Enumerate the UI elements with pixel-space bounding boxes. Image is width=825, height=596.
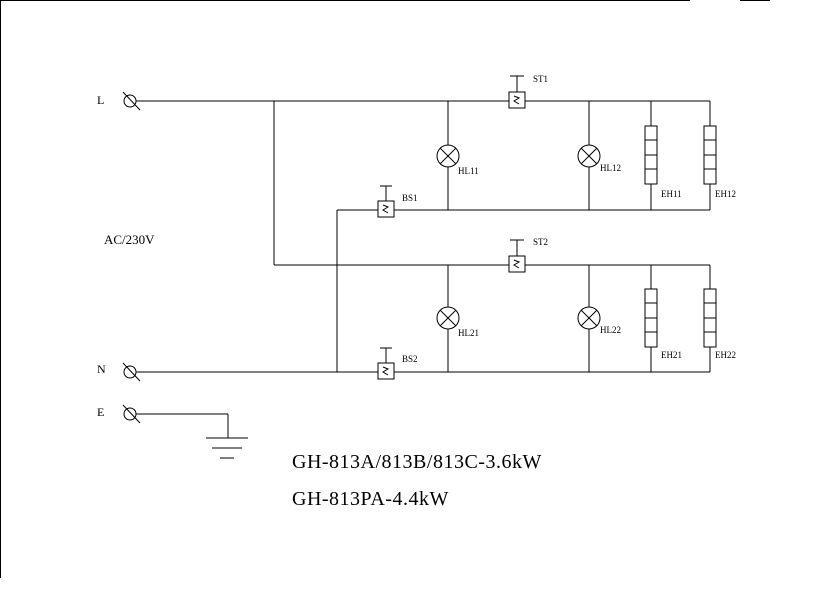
eh22-label: EH22 <box>715 350 736 360</box>
eh12-label: EH12 <box>715 189 736 199</box>
eh21-label: EH21 <box>661 350 682 360</box>
terminal-live: L <box>97 91 141 111</box>
eh11-label: EH11 <box>661 189 682 199</box>
hl22-label: HL22 <box>600 325 621 335</box>
bs2-label: BS2 <box>402 354 418 364</box>
lamp-hl11: HL11 <box>436 101 479 210</box>
hl12-label: HL12 <box>600 163 621 173</box>
earth-symbol <box>136 413 248 459</box>
thermostat-st2: ST2 <box>508 237 548 273</box>
lamp-hl22: HL22 <box>577 265 621 372</box>
terminal-neutral: N <box>97 362 141 382</box>
hl21-label: HL21 <box>458 328 479 338</box>
thermostat-st1: ST1 <box>508 74 548 109</box>
model-line-2: GH-813PA-4.4kW <box>292 488 449 510</box>
bs1-label: BS1 <box>402 193 418 203</box>
terminal-neutral-label: N <box>97 362 106 376</box>
st2-label: ST2 <box>533 237 548 247</box>
protector-bs1: BS1 <box>377 185 418 218</box>
terminal-earth: E <box>97 404 141 424</box>
supply-label: AC/230V <box>104 232 155 247</box>
protector-bs2: BS2 <box>377 347 418 380</box>
heater-eh22: EH22 <box>703 265 736 372</box>
hl11-label: HL11 <box>458 166 479 176</box>
terminal-earth-label: E <box>97 405 104 419</box>
heater-eh11: EH11 <box>644 101 682 210</box>
heater-eh12: EH12 <box>703 101 736 210</box>
st1-label: ST1 <box>533 74 548 84</box>
lamp-hl21: HL21 <box>436 265 479 372</box>
lamp-hl12: HL12 <box>577 101 621 210</box>
terminal-live-label: L <box>97 93 104 107</box>
heater-eh21: EH21 <box>644 265 682 372</box>
model-line-1: GH-813A/813B/813C-3.6kW <box>292 451 542 473</box>
